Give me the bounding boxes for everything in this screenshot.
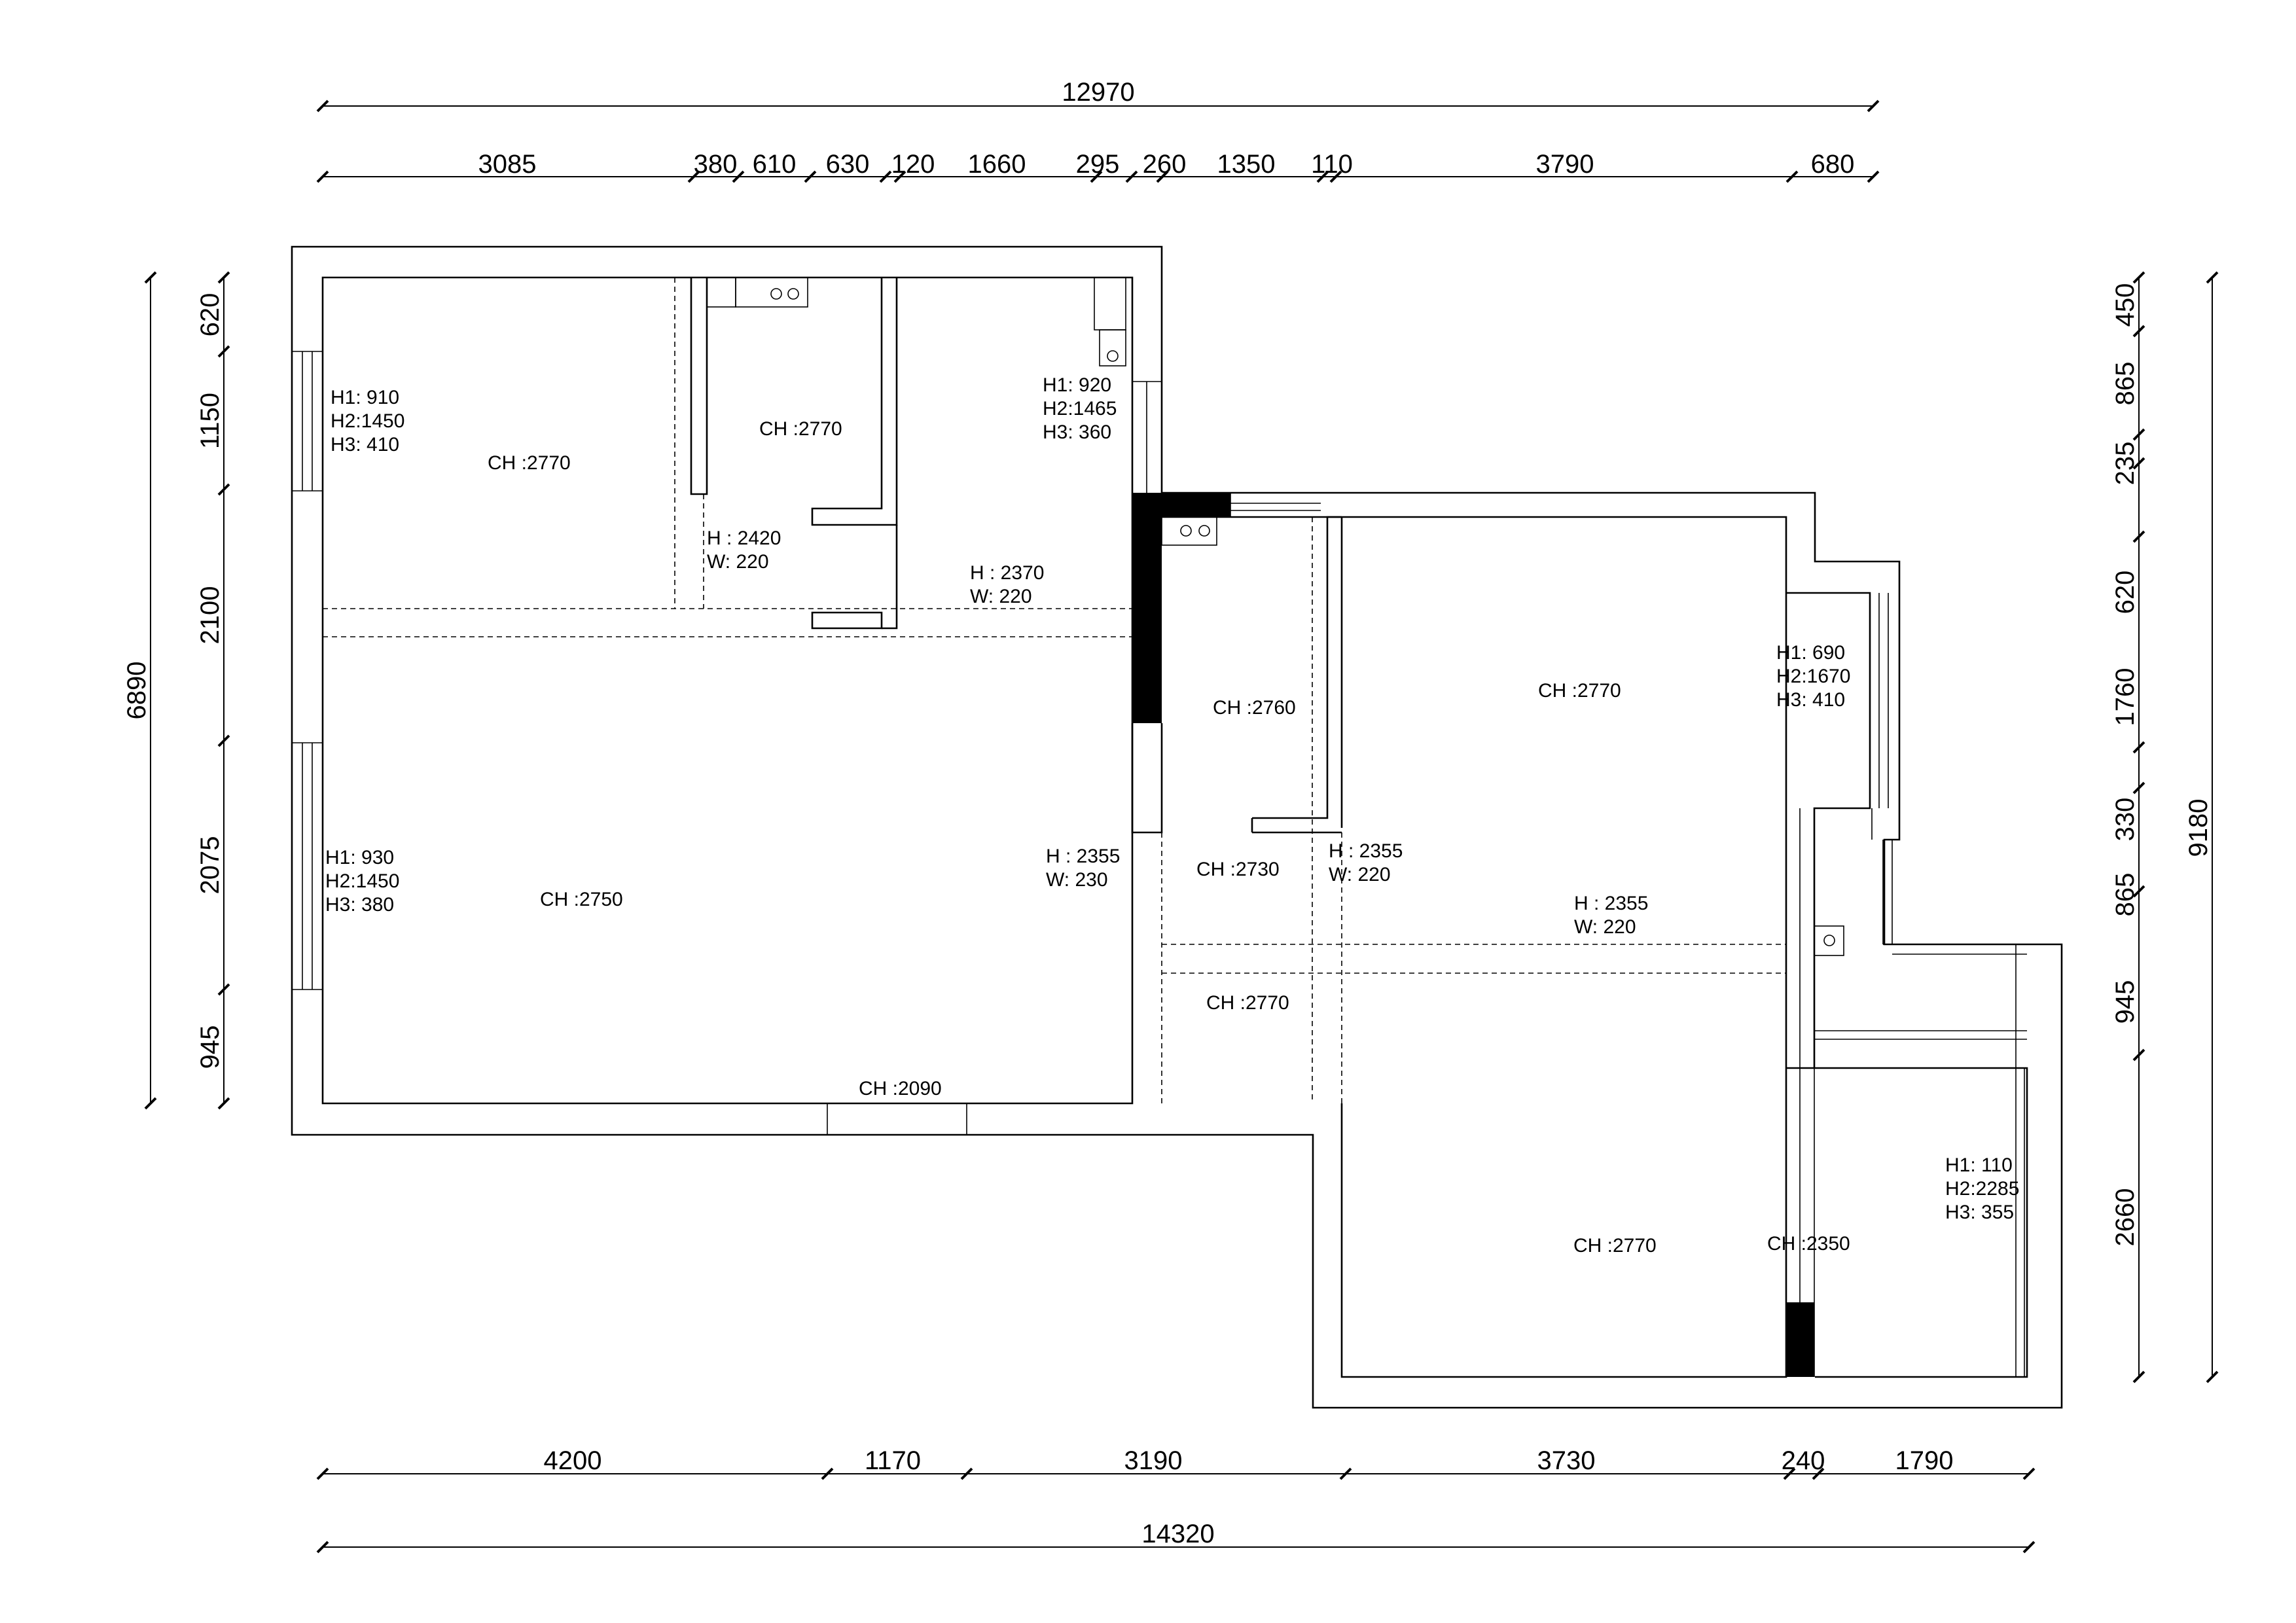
window-note-h1: H1: 110 bbox=[1945, 1154, 2013, 1176]
right-seg-7: 865 bbox=[2111, 873, 2140, 917]
right-segment-dimensions: 450 865 235 620 1760 330 865 945 2660 bbox=[2111, 271, 2145, 1383]
sink-fixtures bbox=[706, 277, 1844, 956]
left-seg-2: 1150 bbox=[196, 393, 224, 449]
interior-walls bbox=[690, 277, 1815, 1377]
ceiling-height-label: CH :2730 bbox=[1196, 859, 1280, 880]
window-note-h2: H2:1670 bbox=[1776, 666, 1850, 687]
bottom-segment-dimensions: 4200 1170 3190 3730 240 1790 bbox=[316, 1446, 2036, 1480]
opening-note-width: W: 220 bbox=[707, 551, 769, 573]
right-seg-5: 1760 bbox=[2111, 668, 2140, 726]
left-total-label: 6890 bbox=[122, 662, 151, 720]
structural-columns bbox=[1132, 493, 1814, 1377]
top-total-dimension: 12970 bbox=[316, 78, 1880, 113]
opening-note-width: W: 220 bbox=[1329, 864, 1391, 885]
opening-note-height: H : 2355 bbox=[1046, 846, 1120, 867]
ceiling-height-labels: CH :2770 CH :2770 CH :2750 CH :2090 CH :… bbox=[488, 418, 1850, 1257]
right-seg-2: 865 bbox=[2111, 362, 2140, 406]
top-seg-4: 630 bbox=[826, 150, 870, 179]
window-note-h1: H1: 930 bbox=[325, 847, 394, 868]
left-total-dimension: 6890 bbox=[122, 271, 157, 1110]
opening-note-width: W: 220 bbox=[970, 586, 1032, 607]
ceiling-height-label: CH :2760 bbox=[1213, 697, 1296, 719]
window-note-h2: H2:1450 bbox=[331, 410, 404, 432]
right-seg-3: 235 bbox=[2111, 442, 2140, 486]
top-seg-6: 1660 bbox=[968, 150, 1026, 179]
left-seg-1: 620 bbox=[196, 293, 224, 337]
top-seg-9: 1350 bbox=[1217, 150, 1276, 179]
top-seg-11: 3790 bbox=[1536, 150, 1594, 179]
right-seg-1: 450 bbox=[2111, 283, 2140, 327]
window-note-h1: H1: 910 bbox=[331, 387, 399, 408]
window-note-h2: H2:1465 bbox=[1043, 398, 1117, 419]
top-seg-1: 3085 bbox=[478, 150, 537, 179]
bottom-total-dimension: 14320 bbox=[316, 1520, 2036, 1554]
bottom-seg-2: 1170 bbox=[865, 1446, 921, 1475]
right-seg-6: 330 bbox=[2111, 798, 2140, 842]
window-note-h1: H1: 690 bbox=[1776, 642, 1845, 664]
opening-note-width: W: 220 bbox=[1574, 916, 1636, 938]
bottom-total-label: 14320 bbox=[1141, 1520, 1214, 1548]
top-segment-dimensions: 3085 380 610 630 120 1660 295 260 1350 1… bbox=[316, 150, 1880, 183]
opening-note-width: W: 230 bbox=[1046, 869, 1108, 891]
bottom-seg-4: 3730 bbox=[1537, 1446, 1596, 1475]
ceiling-height-label: CH :2770 bbox=[488, 452, 571, 474]
left-seg-5: 945 bbox=[196, 1026, 224, 1069]
ceiling-height-label: CH :2770 bbox=[759, 418, 842, 440]
right-total-label: 9180 bbox=[2184, 799, 2213, 857]
opening-note-height: H : 2420 bbox=[707, 527, 781, 549]
right-seg-9: 2660 bbox=[2111, 1188, 2140, 1247]
opening-notes: H : 2420 W: 220 H : 2370 W: 220 H : 2355… bbox=[707, 527, 1648, 938]
windows bbox=[292, 351, 1889, 990]
opening-note-height: H : 2355 bbox=[1329, 840, 1403, 862]
ceiling-height-label: CH :2750 bbox=[540, 889, 623, 910]
top-seg-3: 610 bbox=[753, 150, 797, 179]
left-seg-3: 2100 bbox=[196, 586, 224, 645]
right-seg-4: 620 bbox=[2111, 571, 2140, 615]
bottom-seg-5: 240 bbox=[1782, 1446, 1825, 1475]
ceiling-height-label: CH :2770 bbox=[1206, 992, 1289, 1014]
window-note-h3: H3: 380 bbox=[325, 894, 394, 916]
ceiling-height-label: CH :2770 bbox=[1573, 1235, 1657, 1257]
ceiling-height-label: CH :2350 bbox=[1767, 1233, 1850, 1255]
top-total-label: 12970 bbox=[1062, 78, 1134, 107]
top-seg-10: 110 bbox=[1311, 150, 1353, 179]
opening-note-height: H : 2355 bbox=[1574, 893, 1648, 914]
right-seg-8: 945 bbox=[2111, 980, 2140, 1024]
top-seg-5: 120 bbox=[891, 150, 935, 179]
bottom-seg-3: 3190 bbox=[1124, 1446, 1183, 1475]
top-seg-7: 295 bbox=[1076, 150, 1120, 179]
window-note-h2: H2:2285 bbox=[1945, 1178, 2019, 1200]
dashed-lines bbox=[323, 277, 1786, 1103]
window-note-h3: H3: 410 bbox=[331, 434, 399, 455]
left-seg-4: 2075 bbox=[196, 836, 224, 895]
bottom-seg-1: 4200 bbox=[544, 1446, 602, 1475]
window-note-h3: H3: 355 bbox=[1945, 1202, 2014, 1223]
window-note-h2: H2:1450 bbox=[325, 870, 399, 892]
window-note-h1: H1: 920 bbox=[1043, 374, 1111, 396]
top-seg-8: 260 bbox=[1143, 150, 1187, 179]
window-notes: H1: 910 H2:1450 H3: 410 H1: 930 H2:1450 … bbox=[325, 374, 2019, 1223]
window-note-h3: H3: 410 bbox=[1776, 689, 1845, 711]
bottom-seg-6: 1790 bbox=[1895, 1446, 1954, 1475]
ceiling-height-label: CH :2770 bbox=[1538, 680, 1621, 702]
top-seg-2: 380 bbox=[694, 150, 738, 179]
opening-note-height: H : 2370 bbox=[970, 562, 1044, 584]
window-note-h3: H3: 360 bbox=[1043, 421, 1111, 443]
ceiling-height-label: CH :2090 bbox=[859, 1078, 942, 1099]
right-total-dimension: 9180 bbox=[2184, 271, 2219, 1383]
left-segment-dimensions: 620 1150 2100 2075 945 bbox=[196, 271, 230, 1110]
top-seg-12: 680 bbox=[1811, 150, 1855, 179]
